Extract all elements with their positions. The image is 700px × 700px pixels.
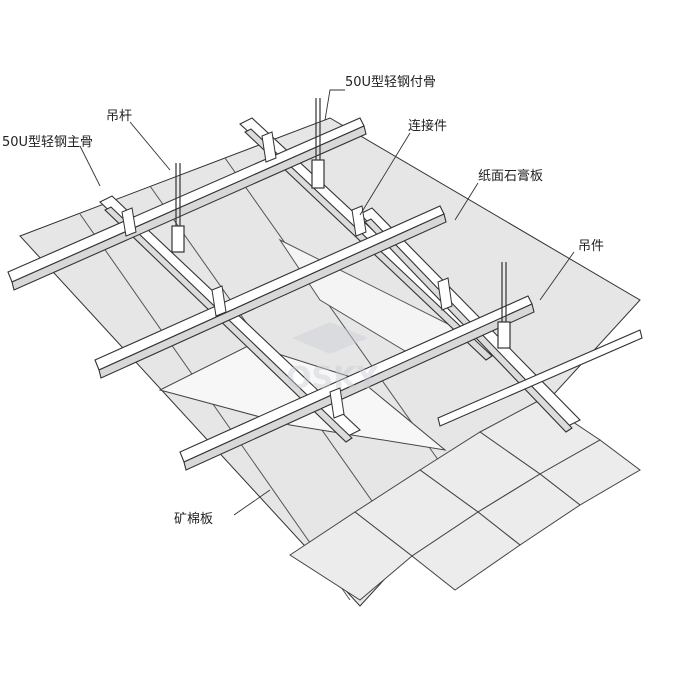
sub-runner bbox=[437, 329, 643, 427]
tile bbox=[411, 511, 521, 591]
label-gypsum-board: 纸面石膏板 bbox=[478, 168, 543, 184]
connector-clip bbox=[329, 387, 345, 419]
leader-sub-runner bbox=[324, 89, 345, 121]
sub-runner bbox=[183, 303, 535, 471]
connectors bbox=[121, 131, 453, 419]
main-runner bbox=[104, 206, 353, 443]
watermark: OSKY bbox=[286, 322, 379, 396]
connector-clip bbox=[261, 131, 277, 163]
label-sub-runner: 50U型轻钢付骨 bbox=[345, 75, 436, 90]
leader-connector bbox=[359, 132, 411, 216]
leader-lines bbox=[79, 89, 575, 516]
leader-hanger-rod bbox=[129, 121, 171, 171]
leader-main-runner bbox=[79, 145, 101, 187]
label-main-runner: 50U型轻钢主骨 bbox=[2, 135, 93, 150]
label-hanger: 吊件 bbox=[578, 239, 604, 254]
board-seam bbox=[79, 213, 351, 601]
hanger-bracket bbox=[311, 159, 325, 189]
sub-runner bbox=[98, 213, 447, 379]
connector-clip bbox=[351, 205, 367, 237]
label-hanger-rod: 吊杆 bbox=[106, 109, 132, 124]
label-mineral-wool-board: 矿棉板 bbox=[174, 512, 213, 527]
connector-clip bbox=[437, 277, 453, 311]
watermark-text: OSKY bbox=[286, 361, 379, 396]
hangers bbox=[171, 98, 511, 349]
connector-clip bbox=[121, 207, 137, 237]
leader-hanger bbox=[539, 251, 575, 301]
sub-runners bbox=[7, 117, 643, 471]
hanger-bracket bbox=[497, 321, 511, 349]
watermark-logo bbox=[292, 322, 368, 354]
tile bbox=[289, 511, 413, 601]
leader-gypsum-board bbox=[454, 182, 479, 221]
labels: 50U型轻钢付骨 吊杆 50U型轻钢主骨 连接件 纸面石膏板 吊件 矿棉板 bbox=[2, 75, 604, 527]
connector-clip bbox=[211, 285, 227, 317]
leader-mineral-wool bbox=[233, 489, 271, 516]
label-connector: 连接件 bbox=[408, 118, 447, 134]
sub-runner bbox=[11, 125, 367, 291]
hanger-bracket bbox=[171, 225, 185, 253]
mineral-wool-tiles bbox=[289, 399, 641, 601]
